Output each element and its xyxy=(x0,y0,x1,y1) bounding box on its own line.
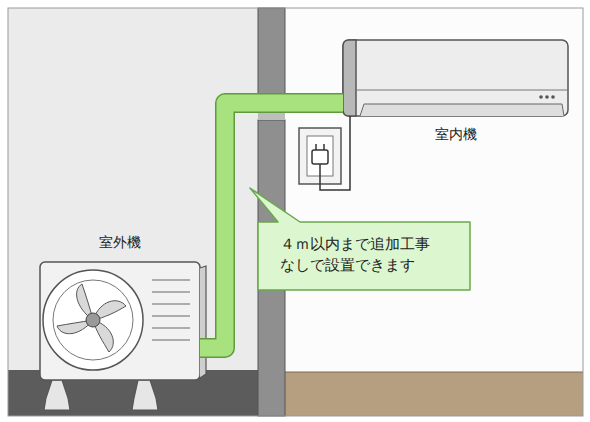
indoor-seam xyxy=(356,90,568,91)
plug xyxy=(312,150,328,164)
power-cord xyxy=(320,116,350,190)
indoor-lamp xyxy=(551,95,555,99)
outdoor-unit-node: 室外機 xyxy=(40,262,200,380)
callout-outline xyxy=(258,222,470,290)
room-wall xyxy=(285,8,583,372)
wall-opening xyxy=(258,94,285,120)
plug-pin xyxy=(315,144,317,150)
floor-edge xyxy=(285,372,583,373)
vent-lines xyxy=(152,280,190,340)
indoor-unit xyxy=(343,40,568,116)
fan-hub xyxy=(86,313,100,327)
outdoor-side xyxy=(200,266,206,378)
unit-foot xyxy=(44,380,70,410)
callout-text: ４ｍ以内まで追加工事 なしで設置できます xyxy=(258,222,470,276)
power-outlet xyxy=(299,116,350,190)
indoor-louver xyxy=(360,104,564,116)
outdoor-unit xyxy=(40,262,206,410)
unit-foot xyxy=(132,380,158,410)
fan-blades xyxy=(57,284,126,352)
callout-bubble: ４ｍ以内まで追加工事 なしで設置できます xyxy=(258,222,470,290)
outdoor-body xyxy=(40,262,200,380)
indoor-side xyxy=(343,40,356,116)
indoor-unit-node: 室内機 xyxy=(343,40,568,116)
fan-guard-ring xyxy=(53,280,133,360)
indoor-lamp xyxy=(545,95,549,99)
callout-shape xyxy=(250,188,470,290)
room-floor xyxy=(285,372,583,416)
indoor-lamp xyxy=(539,95,543,99)
unit-label: 室外機 xyxy=(40,234,200,252)
indoor-body xyxy=(343,40,568,116)
plug-pin xyxy=(323,144,325,150)
frame xyxy=(8,8,583,416)
outside-wall xyxy=(8,8,260,370)
fan-guard xyxy=(43,270,143,370)
wall-section xyxy=(258,8,285,94)
unit-label: 室内機 xyxy=(343,126,568,144)
